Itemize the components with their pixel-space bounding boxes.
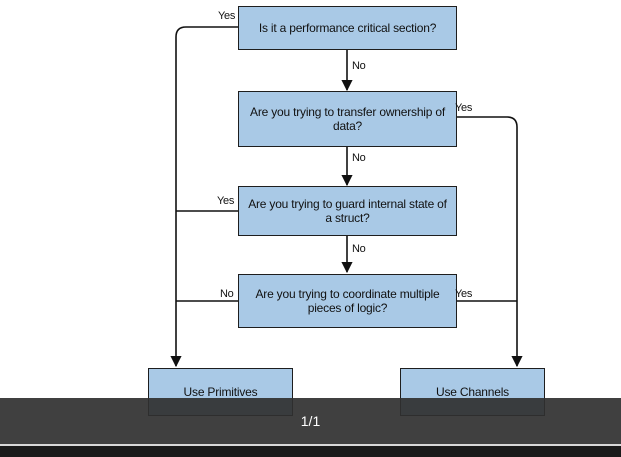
bottom-strip-edge — [0, 444, 621, 446]
label-q2-no: No — [352, 152, 366, 164]
edge-q2-yes — [457, 116, 523, 368]
label-q4-yes: Yes — [455, 288, 473, 300]
label-q3-yes: Yes — [217, 195, 235, 207]
label-q4-no: No — [220, 288, 234, 300]
page-indicator: 1/1 — [300, 413, 321, 429]
node-performance-critical: Is it a performance critical section? — [238, 6, 457, 50]
viewer-toolbar: 1/1 — [0, 398, 621, 444]
label-q1-no: No — [352, 60, 366, 72]
node-coordinate-logic: Are you trying to coordinate multiple pi… — [238, 274, 457, 328]
bottom-strip — [0, 444, 621, 457]
label-q1-yes: Yes — [218, 10, 236, 22]
edge-q1-yes — [170, 26, 238, 368]
label-q3-no: No — [352, 243, 366, 255]
node-transfer-ownership: Are you trying to transfer ownership of … — [238, 91, 457, 147]
label-q2-yes: Yes — [455, 102, 473, 114]
node-guard-state: Are you trying to guard internal state o… — [238, 186, 457, 236]
